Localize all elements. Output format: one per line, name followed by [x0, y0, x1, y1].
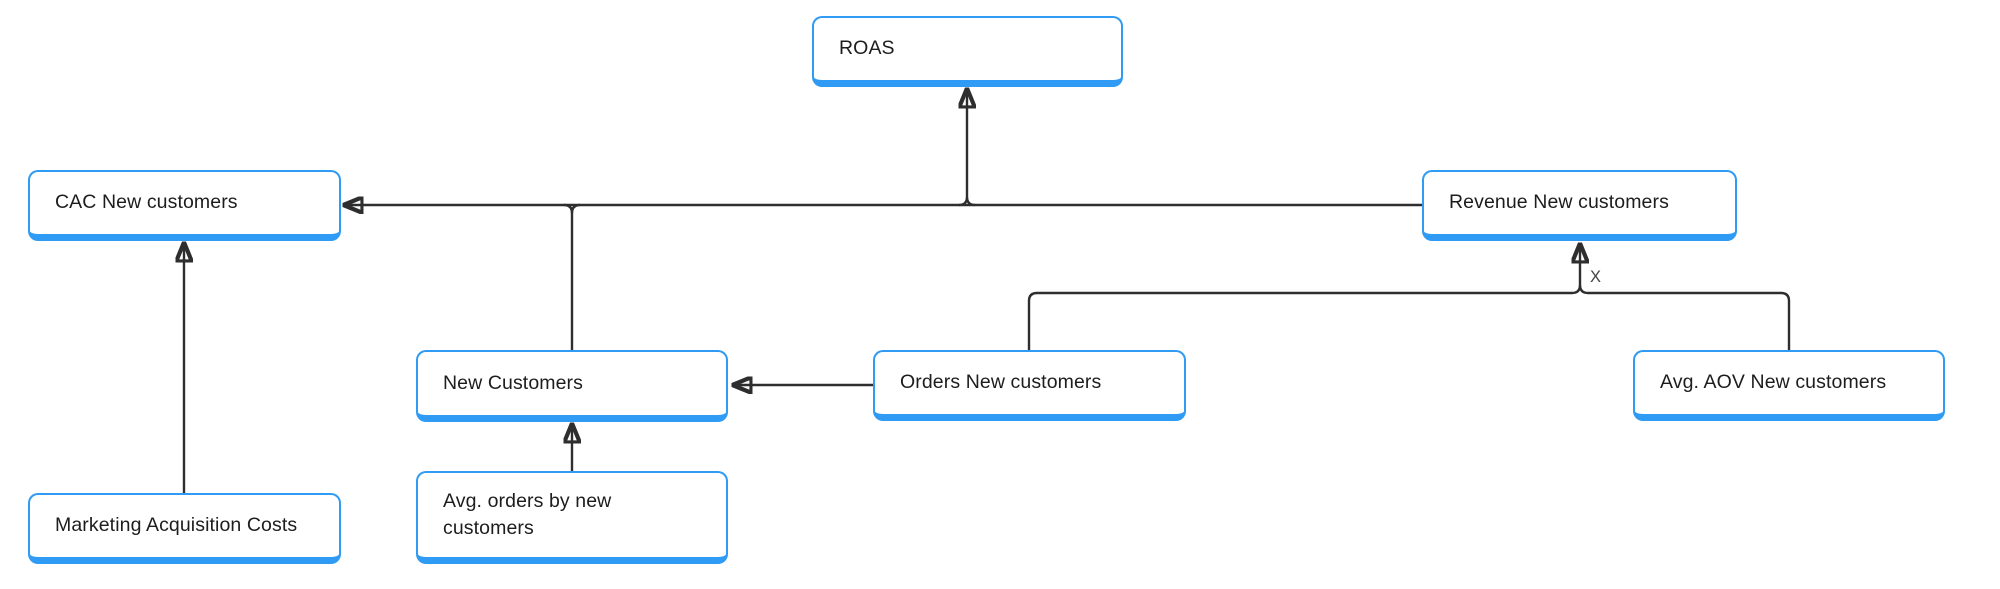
- node-roas-label: ROAS: [839, 37, 895, 60]
- node-cac-label: CAC New customers: [55, 191, 238, 214]
- node-orders-new-customers[interactable]: Orders New customers: [873, 350, 1186, 421]
- edge-orders-to-revenue: [1027, 245, 1580, 350]
- node-orders-label: Orders New customers: [900, 371, 1102, 394]
- node-avg-aov-new-customers[interactable]: Avg. AOV New customers: [1633, 350, 1945, 421]
- node-cac-new-customers[interactable]: CAC New customers: [28, 170, 341, 241]
- node-marketing-label: Marketing Acquisition Costs: [55, 514, 298, 537]
- edge-roas-junction-fillet: [958, 196, 969, 207]
- edge-revenue-to-roas: [967, 90, 975, 207]
- node-roas[interactable]: ROAS: [812, 16, 1123, 87]
- edge-new-customers-junction-fillet: [570, 203, 581, 214]
- node-revenue-label: Revenue New customers: [1449, 191, 1669, 214]
- node-revenue-new-customers[interactable]: Revenue New customers: [1422, 170, 1737, 241]
- node-new-customers-label: New Customers: [443, 371, 583, 394]
- edge-avg-aov-to-revenue: [1578, 284, 1791, 350]
- node-new-customers[interactable]: New Customers: [416, 350, 728, 422]
- edge-new-customers-to-cac: [563, 203, 574, 350]
- node-avg-aov-label: Avg. AOV New customers: [1660, 371, 1887, 394]
- node-marketing-acquisition-costs[interactable]: Marketing Acquisition Costs: [28, 493, 341, 564]
- node-avg-orders-label: Avg. orders by new customers: [443, 489, 612, 539]
- node-avg-orders-by-new-customers[interactable]: Avg. orders by new customers: [416, 471, 728, 564]
- multiply-operator-label: X: [1590, 268, 1601, 286]
